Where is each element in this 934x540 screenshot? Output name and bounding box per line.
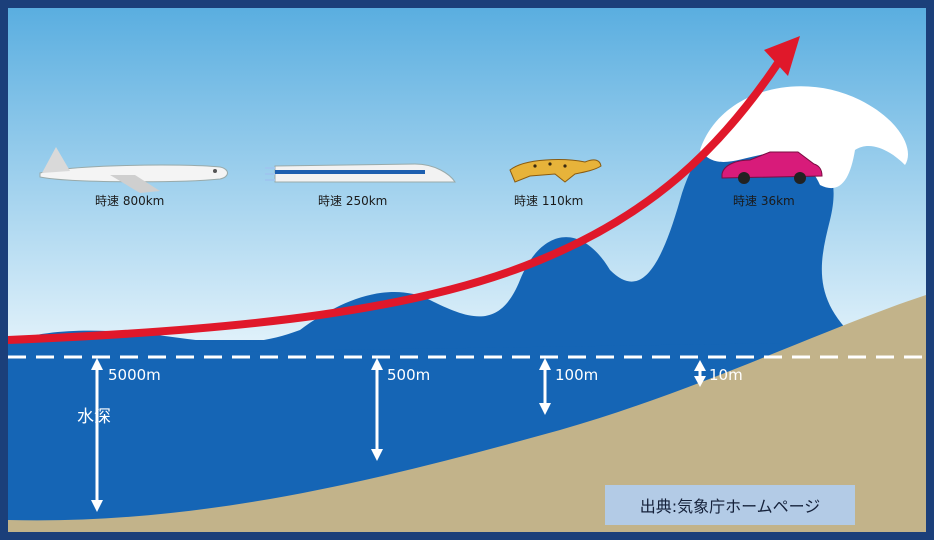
speed-label-airplane: 時速 800km xyxy=(95,194,165,208)
speed-label-train: 時速 250km xyxy=(318,194,388,208)
depth-arrow-500 xyxy=(371,358,383,461)
car-icon xyxy=(721,151,823,184)
speed-trend-arrow xyxy=(4,56,784,344)
airplane-icon xyxy=(39,147,228,193)
depth-label-500: 500m xyxy=(387,366,431,384)
depth-arrow-10 xyxy=(694,360,706,387)
depth-label-100: 100m xyxy=(555,366,599,384)
wave-crests xyxy=(8,122,860,355)
depth-label-5000: 5000m xyxy=(108,366,161,384)
wave-foam xyxy=(700,86,908,189)
seabed xyxy=(8,295,926,540)
source-credit: 出典:気象庁ホームページ xyxy=(605,485,855,525)
depth-arrow-100 xyxy=(539,358,551,415)
depth-label-10: 10m xyxy=(709,366,743,384)
depth-axis-label: 水深 xyxy=(77,407,111,427)
cheetah-icon xyxy=(509,159,602,183)
bullet-train-icon xyxy=(265,163,456,183)
speed-label-cheetah: 時速 110km xyxy=(514,194,584,208)
speed-label-car: 時速 36km xyxy=(733,194,795,208)
depth-arrow-5000 xyxy=(91,358,103,512)
speed-trend-arrowhead xyxy=(764,36,800,76)
